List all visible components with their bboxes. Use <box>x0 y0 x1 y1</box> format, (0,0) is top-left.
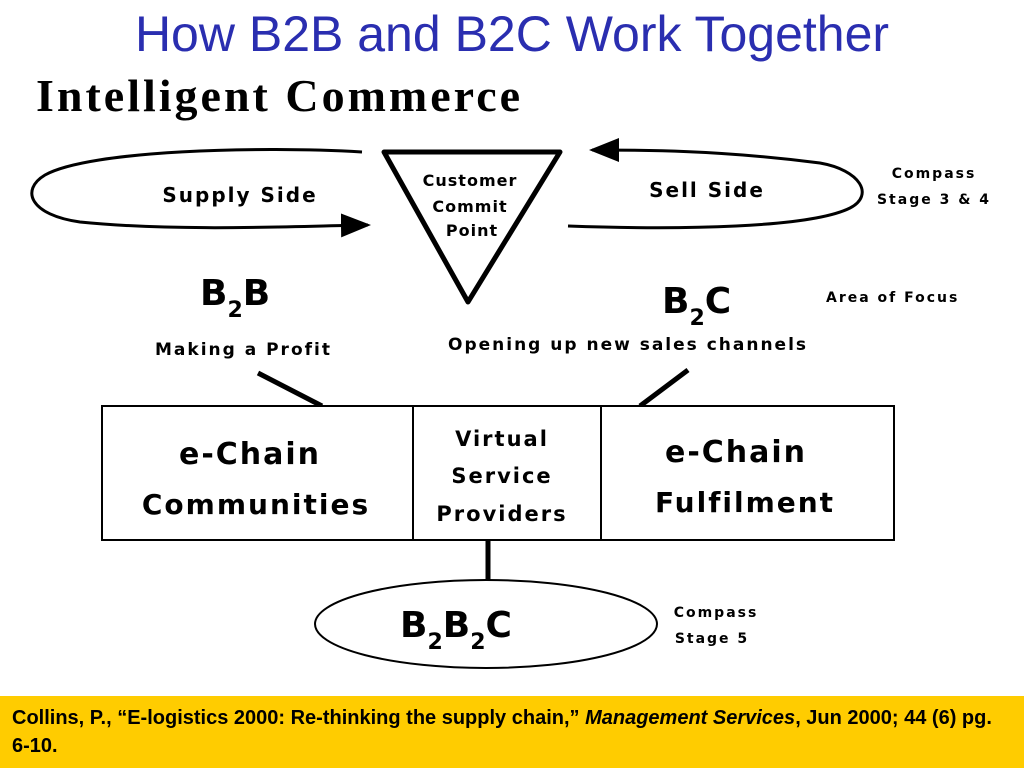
connector-b2b <box>256 370 324 409</box>
box-left-line-2: Communities <box>142 488 370 521</box>
citation-author-title: Collins, P., “E-logistics 2000: Re-think… <box>12 707 586 729</box>
citation-footer: Collins, P., “E-logistics 2000: Re-think… <box>0 696 1024 768</box>
making-profit-label: Making a Profit <box>155 340 332 360</box>
compass-top-line-2: Stage 3 & 4 <box>877 192 991 208</box>
citation-details: , Jun 2000; 44 (6) pg. 6-10. <box>12 707 992 757</box>
commerce-diagram: Supply Side Sell Side Customer Commit Po… <box>30 138 991 669</box>
b2b2c-ellipse <box>314 579 658 669</box>
slide-title: How B2B and B2C Work Together <box>134 6 890 62</box>
box-virtual-service-providers <box>412 405 602 541</box>
box-right-line-1: e-Chain <box>665 435 807 470</box>
compass-bottom-line-2: Stage 5 <box>675 631 749 647</box>
box-mid-line-3: Providers <box>436 502 567 526</box>
opening-channels-label: Opening up new sales channels <box>448 335 808 355</box>
triangle-line-1: Customer <box>423 171 518 190</box>
area-of-focus-label: Area of Focus <box>826 290 959 306</box>
box-right-line-2: Fulfilment <box>655 486 835 519</box>
customer-commit-triangle <box>381 149 563 305</box>
compass-top-line-1: Compass <box>892 166 977 182</box>
citation-journal: Management Services <box>585 707 796 729</box>
triangle-line-3: Point <box>446 221 498 240</box>
connector-b2c <box>638 368 690 408</box>
b2b-label: B2B <box>200 273 270 323</box>
triangle-line-2: Commit <box>432 197 507 216</box>
sell-side-label: Sell Side <box>649 178 765 202</box>
box-echain-fulfilment <box>600 405 895 541</box>
box-mid-line-1: Virtual <box>455 427 549 451</box>
supply-side-label: Supply Side <box>162 183 317 207</box>
box-mid-line-2: Service <box>451 464 552 488</box>
supply-side-loop <box>30 148 371 238</box>
sell-side-loop <box>567 138 864 230</box>
b2c-label: B2C <box>662 281 731 331</box>
diagram-subtitle: Intelligent Commerce <box>36 70 524 121</box>
box-left-line-1: e-Chain <box>179 437 321 472</box>
b2b2c-label: B2B2C <box>400 605 512 655</box>
compass-bottom-line-1: Compass <box>674 605 759 621</box>
